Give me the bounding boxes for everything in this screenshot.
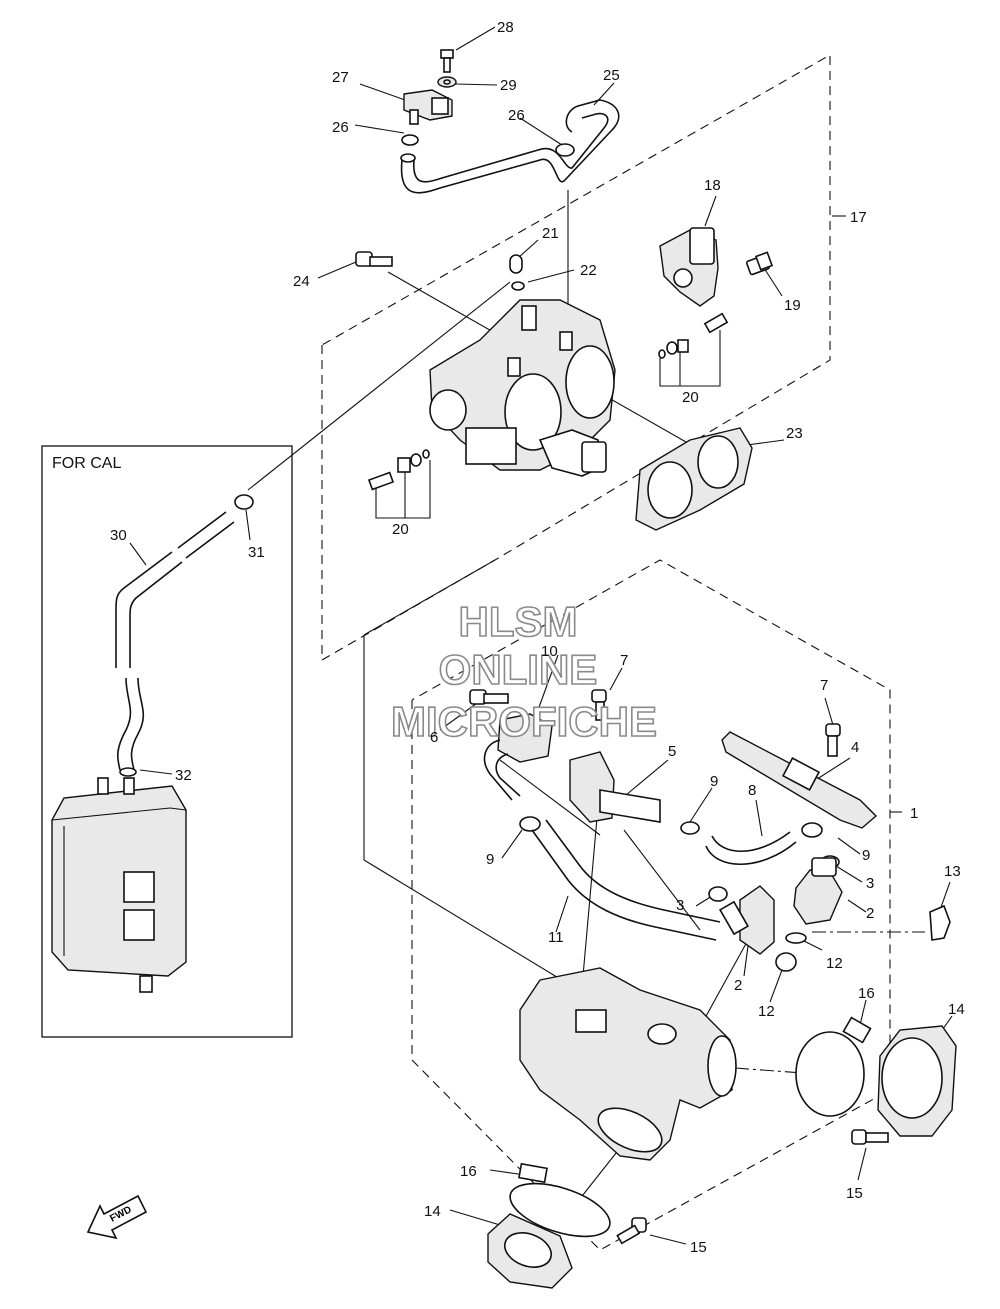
callout-11: 11 — [548, 929, 564, 946]
callout-25: 25 — [603, 67, 620, 84]
bolt-7b — [825, 723, 841, 757]
clamp-9b — [801, 822, 823, 838]
callout-10: 10 — [541, 643, 558, 660]
clamp-26b — [555, 143, 575, 157]
callout-1: 1 — [910, 805, 918, 822]
screw-set-20a — [658, 312, 729, 359]
callout-15: 15 — [690, 1239, 707, 1256]
clamp-16b — [509, 1162, 611, 1238]
watermark-line3: MICROFICHE — [391, 698, 657, 745]
callout-24: 24 — [293, 273, 310, 290]
ring-22 — [511, 281, 525, 291]
callout-6: 6 — [430, 729, 438, 746]
callout-17: 17 — [850, 209, 867, 226]
fwd-arrow-icon: FWD — [86, 1194, 148, 1240]
callout-18: 18 — [704, 177, 721, 194]
callout-12: 12 — [758, 1003, 775, 1020]
hose-25 — [400, 99, 620, 194]
callout-20: 20 — [682, 389, 699, 406]
callout-2: 2 — [866, 905, 874, 922]
callout-23: 23 — [786, 425, 803, 442]
callout-16: 16 — [460, 1163, 477, 1180]
washer-29 — [437, 76, 457, 88]
injector-2a — [718, 885, 775, 955]
clamp-9c — [519, 816, 541, 832]
callout-27: 27 — [332, 69, 349, 86]
callout-20: 20 — [392, 521, 409, 538]
oring-3a — [708, 886, 728, 902]
callout-28: 28 — [497, 19, 514, 36]
throttle-body — [429, 299, 616, 477]
bolt-15b — [616, 1217, 647, 1245]
gasket-23 — [635, 427, 753, 531]
clamp-9a — [680, 821, 700, 835]
pipe-5 — [569, 751, 661, 823]
canister — [51, 777, 187, 993]
screw-19 — [745, 251, 774, 276]
injector-2b — [793, 857, 843, 925]
callout-13: 13 — [944, 863, 961, 880]
joint-14b — [487, 1213, 573, 1289]
callout-31: 31 — [248, 544, 265, 561]
for-cal-box — [41, 445, 293, 1038]
assembly-1-outline — [411, 559, 891, 1251]
hose-8 — [705, 831, 797, 865]
callout-15: 15 — [846, 1185, 863, 1202]
fuel-rail-4 — [721, 731, 878, 829]
callout-22: 22 — [580, 262, 597, 279]
watermark: HLSM ONLINE MICROFICHE — [390, 597, 658, 746]
intake-manifold — [519, 967, 737, 1161]
callout-7: 7 — [620, 652, 628, 669]
bolt-7a — [591, 689, 607, 721]
callout-29: 29 — [500, 77, 517, 94]
callout-14: 14 — [948, 1001, 965, 1018]
callout-3: 3 — [866, 875, 874, 892]
callout-26: 26 — [332, 119, 349, 136]
regulator-10 — [483, 713, 553, 801]
seal-12b — [775, 952, 797, 972]
callout-9: 9 — [486, 851, 494, 868]
callout-30: 30 — [110, 527, 127, 544]
hose-30 — [115, 511, 235, 771]
clamp-26a — [401, 134, 419, 146]
callout-16: 16 — [858, 985, 875, 1002]
watermark-line2: ONLINE — [439, 646, 598, 693]
watermark-line1: HLSM — [459, 598, 578, 645]
clip-32 — [119, 767, 137, 777]
bolt-28 — [440, 49, 454, 73]
callout-19: 19 — [784, 297, 801, 314]
clamp-31 — [234, 494, 254, 510]
joint-14a — [877, 1025, 957, 1137]
callout-2: 2 — [734, 977, 742, 994]
bolt-24 — [355, 251, 393, 267]
callouts: 28 27 29 25 26 26 18 17 21 22 24 19 20 2… — [110, 19, 965, 1256]
callout-3: 3 — [676, 897, 684, 914]
seal-12a — [785, 932, 807, 944]
callout-5: 5 — [668, 743, 676, 760]
callout-9: 9 — [710, 773, 718, 790]
bolt-6 — [469, 689, 509, 705]
bolt-15a — [851, 1129, 889, 1145]
callout-32: 32 — [175, 767, 192, 784]
hose-11 — [531, 819, 721, 941]
sensor-18 — [659, 227, 719, 307]
cap-21 — [509, 254, 523, 274]
callout-12: 12 — [826, 955, 843, 972]
callout-14: 14 — [424, 1203, 441, 1220]
screw-set-20b — [367, 449, 430, 491]
callout-8: 8 — [748, 782, 756, 799]
callout-26: 26 — [508, 107, 525, 124]
callout-9: 9 — [862, 847, 870, 864]
clip-13 — [929, 904, 951, 941]
callout-7: 7 — [820, 677, 828, 694]
clamp-16a — [795, 1016, 872, 1117]
sensor-27 — [403, 89, 453, 125]
callout-4: 4 — [851, 739, 859, 756]
for-cal-title: FOR CAL — [52, 455, 121, 472]
callout-21: 21 — [542, 225, 559, 242]
